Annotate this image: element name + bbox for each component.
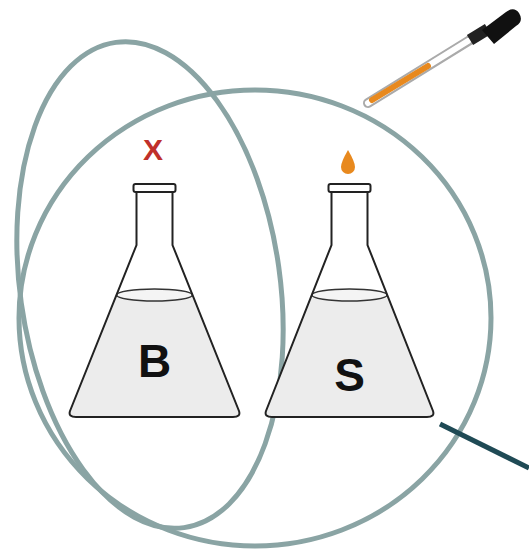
small-ellipse xyxy=(0,24,313,545)
flask: S xyxy=(258,180,441,425)
drop xyxy=(341,150,355,174)
dropper xyxy=(368,9,521,103)
flask-outline xyxy=(62,180,247,425)
cross-mark: X xyxy=(143,135,163,165)
magnifier-handle xyxy=(440,424,529,468)
magnifier-lens xyxy=(19,90,491,546)
flask-letter: B xyxy=(62,338,247,384)
flask: B xyxy=(62,180,247,425)
flask-letter: S xyxy=(258,352,441,398)
